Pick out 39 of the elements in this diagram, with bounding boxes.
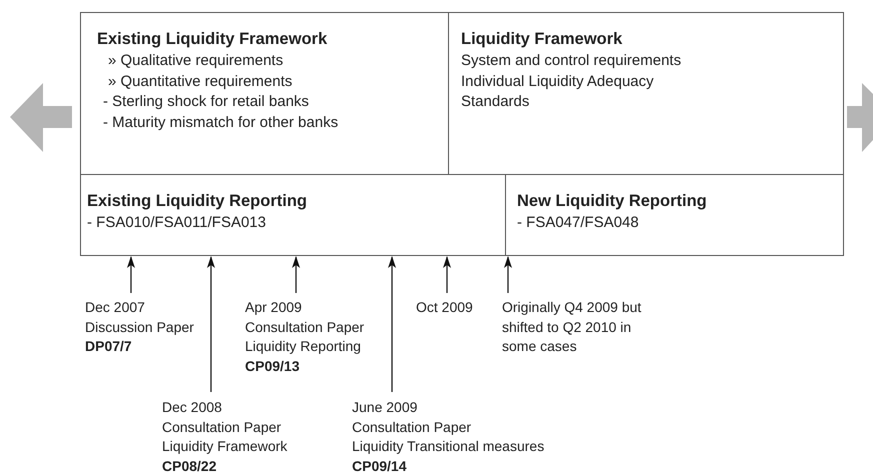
paper-label: Consultation Paper <box>162 418 282 437</box>
paper-label: Discussion Paper <box>85 318 194 337</box>
panel-heading: Existing Liquidity Framework <box>97 29 328 50</box>
paper-code: CP09/13 <box>245 356 300 376</box>
panel-heading: Liquidity Framework <box>461 29 622 50</box>
panel-heading: New Liquidity Reporting <box>517 191 707 212</box>
framework-panel <box>80 12 450 176</box>
date-label: Dec 2008 <box>162 398 222 417</box>
date-label: Dec 2007 <box>85 298 145 317</box>
panel-text: - Sterling shock for retail banks <box>103 92 309 112</box>
arrow <box>292 256 300 293</box>
milestone-note: Oct 2009 <box>416 298 473 317</box>
paper-label: Consultation Paper <box>352 418 472 437</box>
paper-code: DP07/7 <box>85 337 132 356</box>
paper-label: Liquidity Framework <box>162 437 288 456</box>
date-label: Apr 2009 <box>245 298 302 317</box>
panel-heading: Existing Liquidity Reporting <box>87 191 307 212</box>
reporting-panel <box>80 174 507 256</box>
paper-code: CP09/14 <box>352 456 406 473</box>
arrow <box>443 256 451 293</box>
paper-code: CP08/22 <box>162 456 216 473</box>
panel-text: » Qualitative requirements <box>108 51 284 71</box>
arrow <box>207 256 215 392</box>
panel-text: - FSA010/FSA011/FSA013 <box>87 213 266 233</box>
panel-text: » Quantitative requirements <box>108 72 292 92</box>
paper-label: Consultation Paper <box>245 318 364 337</box>
milestone-note: Originally Q4 2009 but shifted to Q2 2010 in some cases <box>502 298 642 356</box>
arrow <box>504 256 512 293</box>
panel-text: Individual Liquidity Adequacy Standards <box>461 72 655 112</box>
panel-text: - Maturity mismatch for other banks <box>103 112 338 132</box>
reporting-panel <box>505 174 844 256</box>
arrow <box>388 256 396 392</box>
paper-label: Liquidity Transitional measures <box>352 437 544 456</box>
panel-text: System and control requirements <box>461 51 682 71</box>
date-label: June 2009 <box>352 398 418 417</box>
paper-label: Liquidity Reporting <box>245 337 361 356</box>
panel-text: - FSA047/FSA048 <box>517 213 639 233</box>
arrow <box>127 256 135 293</box>
framework-panel <box>448 12 844 176</box>
